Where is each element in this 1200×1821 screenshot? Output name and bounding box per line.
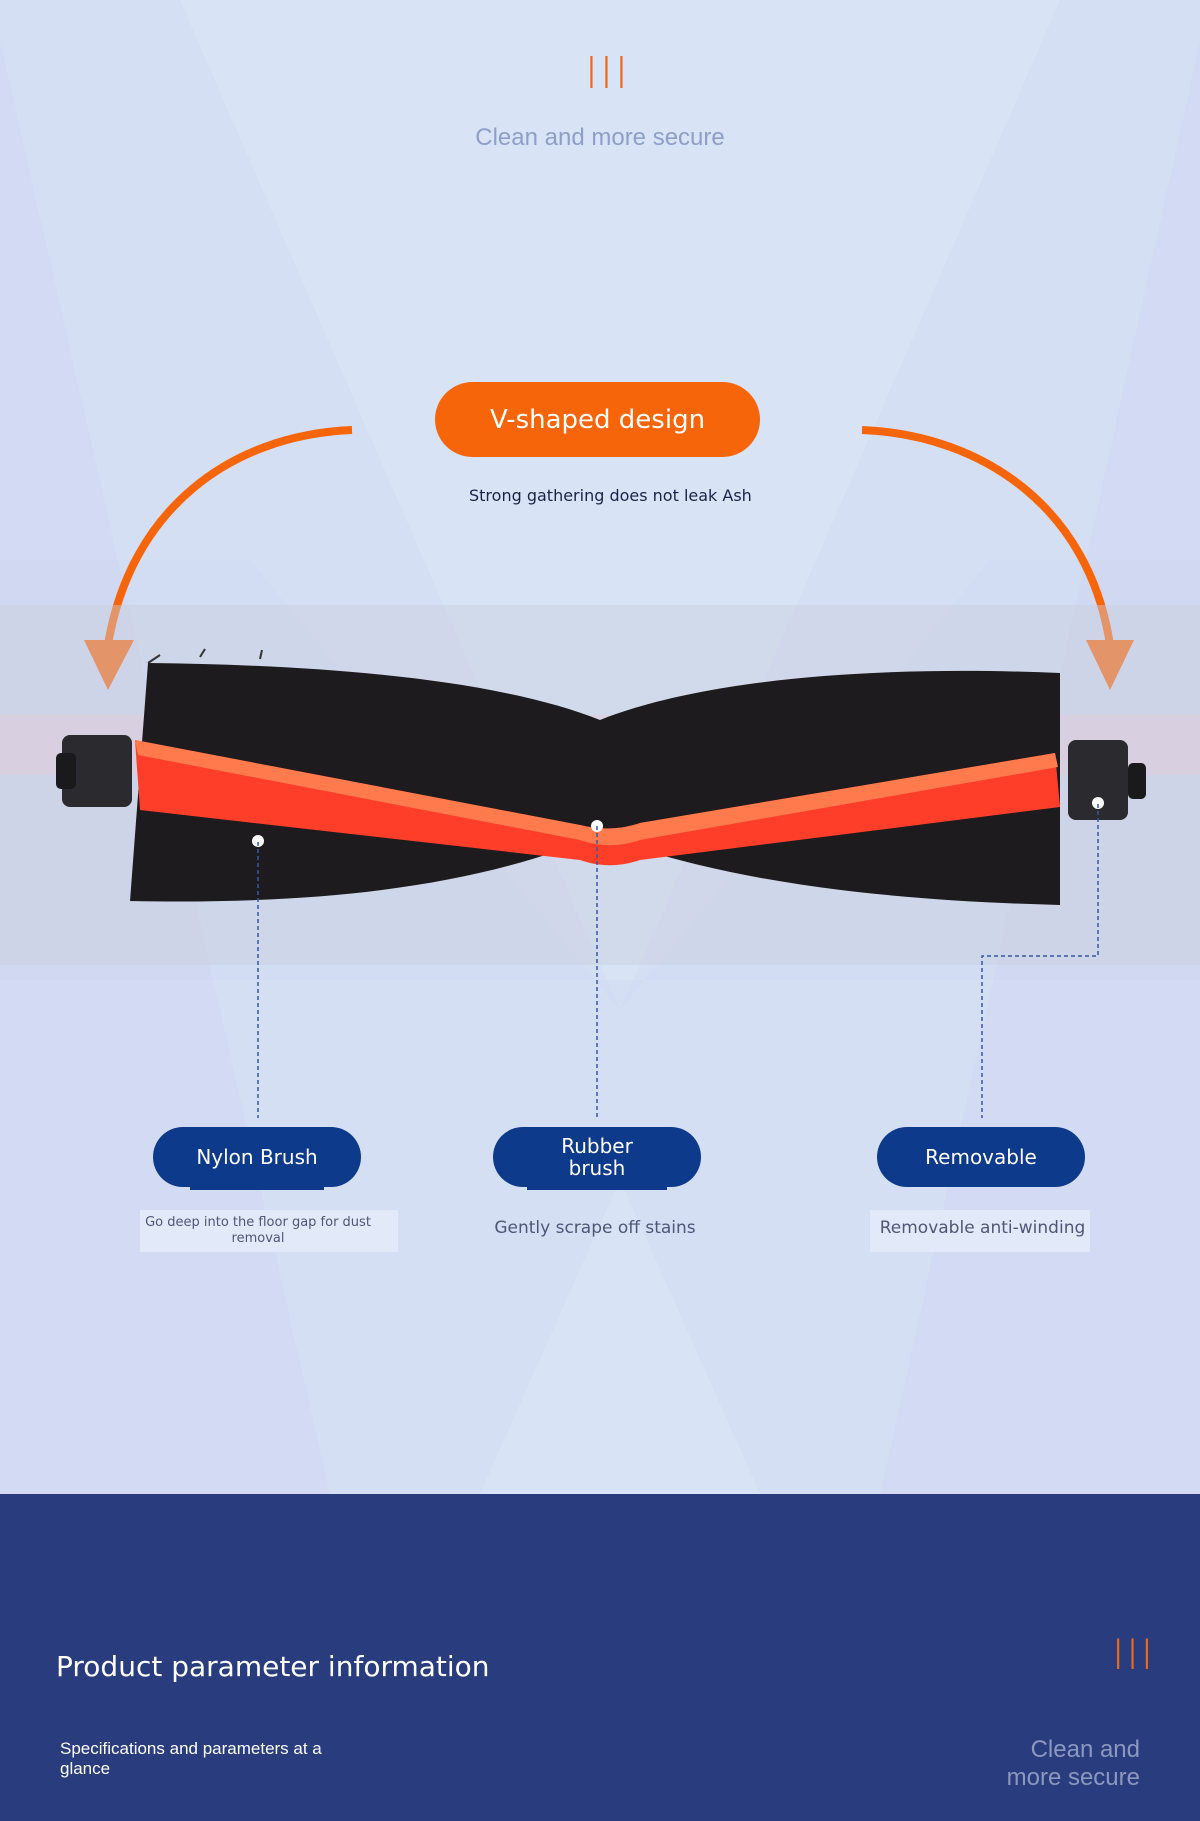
- rubber-brush-label: Rubber brush: [493, 1127, 701, 1190]
- section-subtitle: Specifications and parameters at a glanc…: [60, 1739, 322, 1778]
- section-title: Product parameter information: [56, 1650, 490, 1683]
- badge-underline: [514, 450, 710, 457]
- arrow-left-icon: [84, 640, 134, 690]
- arrow-right-icon: [1086, 640, 1134, 690]
- removable-label-text: Removable: [925, 1145, 1037, 1169]
- nylon-brush-label: Nylon Brush: [153, 1127, 361, 1190]
- nylon-brush-desc-box: [140, 1210, 398, 1252]
- feature-subtitle: Strong gathering does not leak Ash: [469, 486, 752, 505]
- nylon-brush-label-text: Nylon Brush: [196, 1145, 318, 1169]
- feature-section: III Clean and more secure V-shaped desig…: [0, 48, 1200, 1252]
- v-arrows-graphic: [84, 426, 1134, 690]
- roller-brush-image: [0, 605, 1200, 965]
- nylon-brush-description: Go deep into the floor gap for dust remo…: [145, 1215, 371, 1246]
- header-tagline: Clean and more secure: [475, 124, 725, 151]
- rubber-brush-description: Gently scrape off stains: [494, 1218, 696, 1238]
- removable-label: Removable: [877, 1127, 1085, 1187]
- v-shaped-design-badge: V-shaped design: [435, 382, 760, 457]
- brand-emblem-icon: III: [1112, 1630, 1156, 1679]
- connector-lines: [257, 804, 1099, 1118]
- removable-description: Removable anti-winding: [879, 1218, 1086, 1238]
- rubber-brush-label-text: Rubber brush: [561, 1134, 633, 1180]
- footer-tagline: Clean and more secure: [1006, 1736, 1140, 1791]
- removable-desc-box: [870, 1210, 1090, 1252]
- brand-emblem-icon: III: [585, 48, 630, 99]
- product-parameter-section: Product parameter information Specificat…: [0, 1494, 1200, 1821]
